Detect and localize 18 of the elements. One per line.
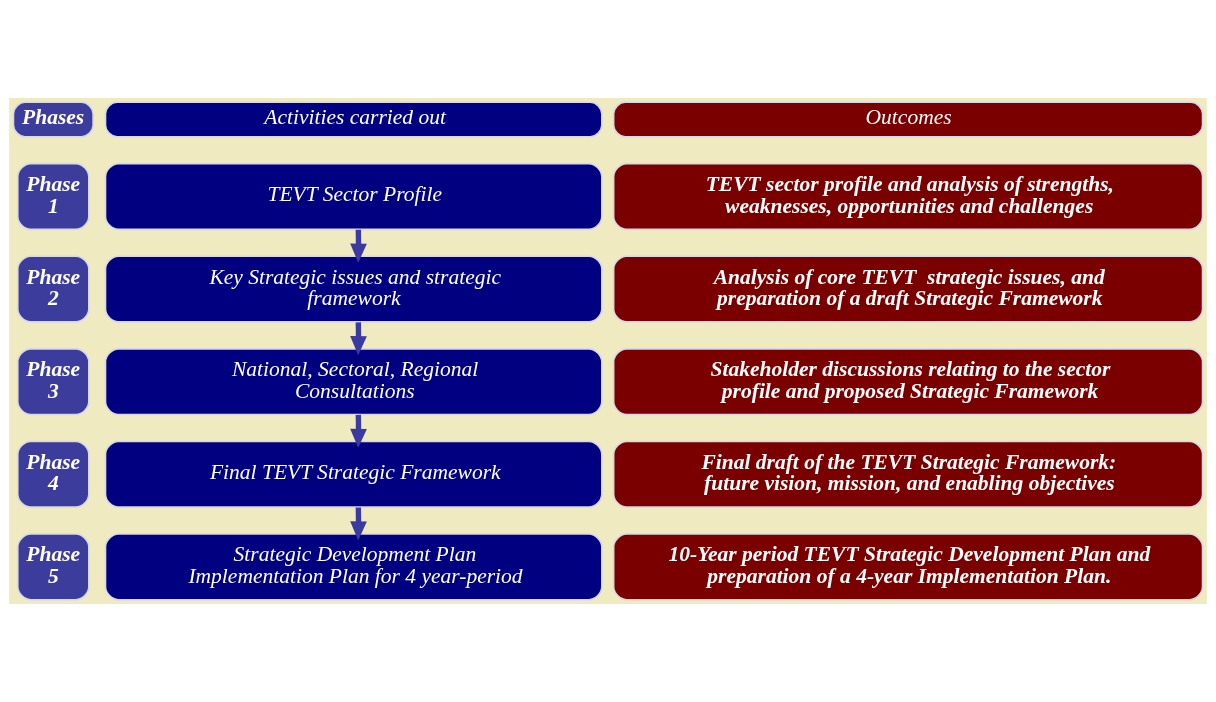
node-box: TEVT sector profile and analysis of strengths, weaknesses, opportunities and challenges [612, 162, 1204, 231]
node-box: Stakeholder discussions relating to the sector profile and proposed Strategic Framework [612, 348, 1204, 416]
node-box: 10-Year period TEVT Strategic Development Plan and preparation of a 4-year Implementation Plan. [612, 533, 1204, 601]
node-box: Outcomes [612, 101, 1204, 138]
node-box: Final draft of the TEVT Strategic Framework: future vision, mission, and enabling objectives [612, 440, 1204, 508]
node-box: National, Sectoral, Regional Consultations [104, 348, 603, 416]
node-box: Phases [12, 101, 94, 138]
node-box: Analysis of core TEVT strategic issues, and preparation of a draft Strategic Framework [612, 255, 1204, 323]
node-box: Phase 5 [16, 533, 90, 601]
node-box: Phase 1 [16, 162, 90, 231]
node-box: Phase 3 [16, 348, 90, 416]
node-box: Key Strategic issues and strategic framework [104, 255, 603, 323]
node-box: TEVT Sector Profile [104, 162, 603, 231]
node-box: Phase 2 [16, 255, 90, 323]
node-box: Phase 4 [16, 440, 90, 508]
node-box: Final TEVT Strategic Framework [104, 440, 603, 508]
node-box: Strategic Development Plan Implementation Plan for 4 year-period [104, 533, 603, 601]
node-box: Activities carried out [104, 101, 603, 138]
